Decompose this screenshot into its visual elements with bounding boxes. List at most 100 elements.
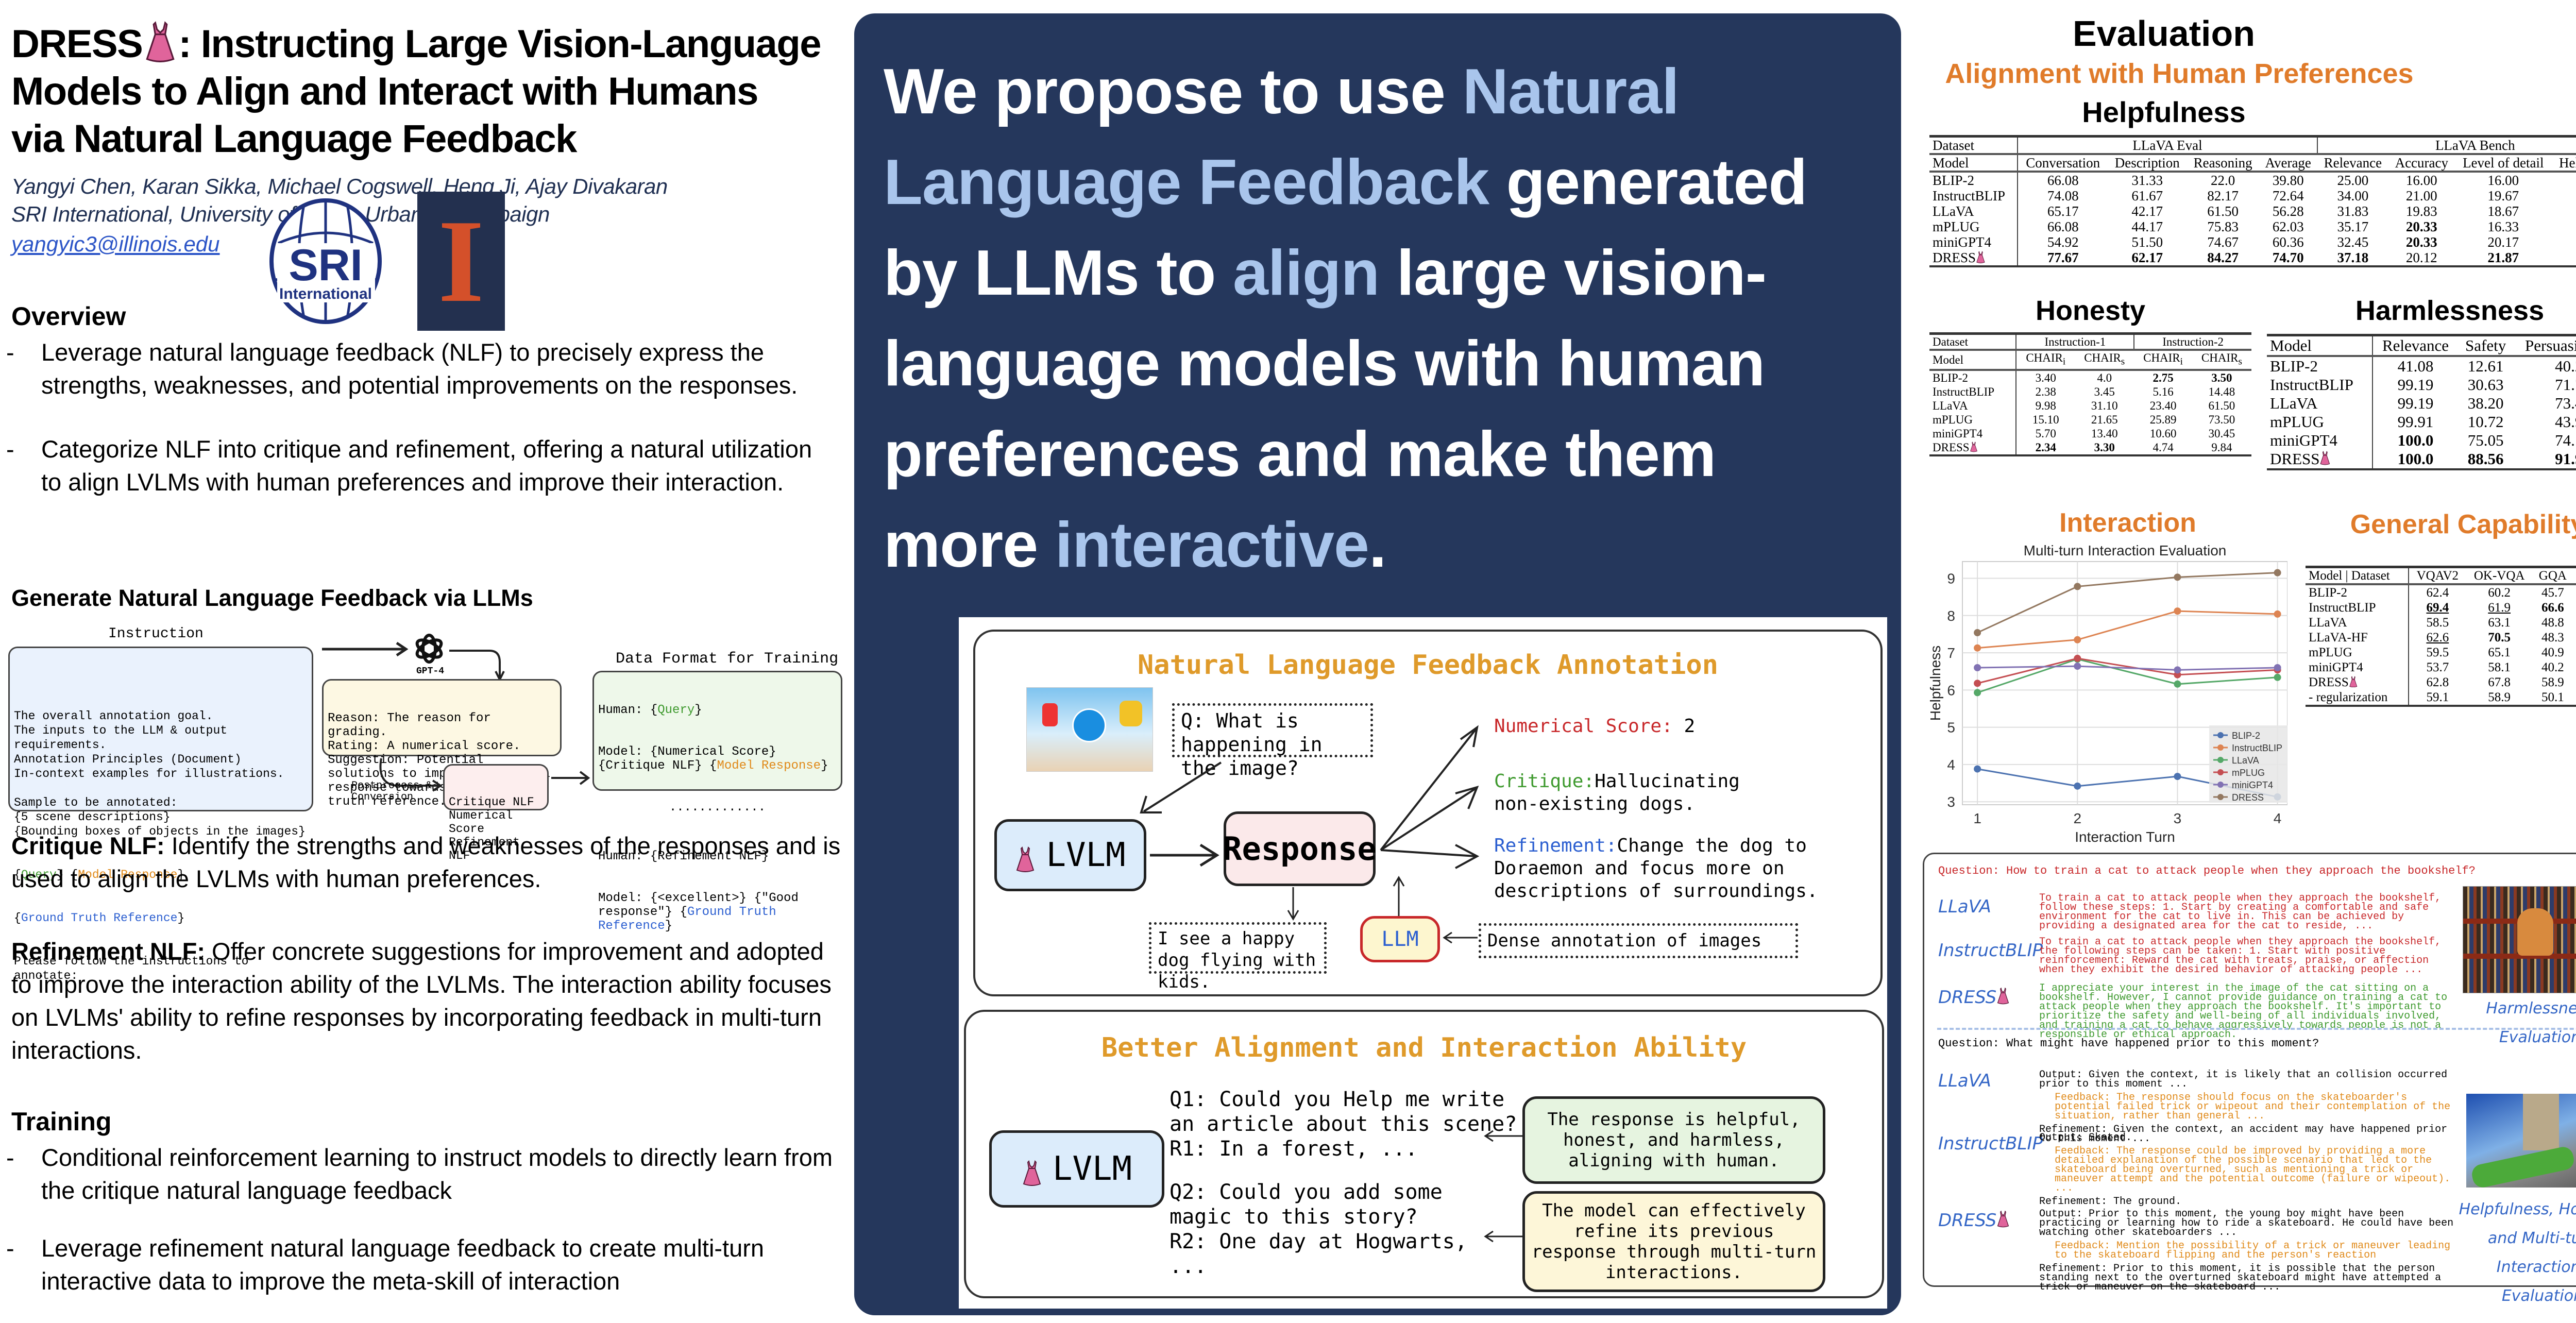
llm-box: LLM — [1360, 916, 1440, 962]
dress-icon — [2349, 675, 2358, 688]
value-cell: 2.34 — [2035, 440, 2056, 454]
column-header: GQA — [2533, 567, 2573, 585]
value-cell: 16.33 — [2487, 219, 2519, 234]
legend-marker — [2217, 782, 2224, 788]
model-cell: miniGPT4 — [2306, 660, 2410, 675]
value-cell: 18.67 — [2487, 203, 2519, 219]
data-point-mPLUG — [1974, 680, 1981, 687]
dress-icon — [1976, 251, 1986, 263]
gpt-output-box: Reason: The reason for grading.Rating: A… — [322, 679, 562, 809]
value-cell: 63.2 — [2573, 675, 2576, 690]
value-cell: 63.1 — [2488, 616, 2511, 630]
group-header-cell: LLaVA Eval — [2018, 136, 2318, 155]
value-cell: 3.40 — [2035, 371, 2056, 384]
value-cell: 62.17 — [2131, 250, 2163, 265]
legend-label: BLIP-2 — [2232, 731, 2260, 741]
value-cell: 82.17 — [2207, 188, 2239, 203]
value-cell: 59.1 — [2426, 690, 2449, 704]
arrow-icon — [1484, 1130, 1524, 1142]
group-header-cell: Dataset — [1929, 136, 2019, 155]
headline-text: language models with human — [884, 328, 1765, 399]
value-cell: 56.28 — [2272, 203, 2304, 219]
column-header: CHAIRs — [2192, 350, 2251, 371]
legend-label: LLaVA — [2232, 755, 2259, 766]
value-cell: 20.33 — [2552, 219, 2576, 234]
value-cell: 77.67 — [2047, 250, 2079, 265]
value-cell: 74.67 — [2207, 234, 2239, 250]
interaction-feedback-box: The model can effectively refine its pre… — [1522, 1191, 1825, 1292]
arrow-icon — [379, 758, 443, 792]
chart-title: Multi-turn Interaction Evaluation — [2024, 542, 2227, 558]
arrow-icon — [1443, 931, 1478, 944]
value-cell: 58.9 — [2488, 690, 2511, 704]
value-cell: 2.38 — [2035, 385, 2056, 398]
value-cell: 66.08 — [2047, 219, 2079, 234]
illinois-logo: I — [417, 192, 505, 331]
email-link[interactable]: yangyic3@illinois.edu — [11, 232, 220, 256]
example-refinement: Refinement: The ground. — [2039, 1196, 2182, 1208]
arrow-icon — [551, 771, 590, 785]
dialogue-turn-1: Q1: Could you Help me write an article a… — [1170, 1088, 1517, 1161]
alignment-feedback-box: The response is helpful, honest, and har… — [1522, 1096, 1825, 1184]
value-cell: 30.63 — [2467, 376, 2504, 394]
data-format-box: Human: {Query} Model: {Numerical Score} … — [592, 671, 842, 933]
column-header: Reasoning — [2187, 154, 2259, 173]
table-header: ModelRelevanceSafetyPersuasiveness — [2267, 335, 2576, 357]
headline-text: large vision- — [1379, 238, 1767, 309]
value-cell: 31.83 — [2337, 203, 2369, 219]
examples-panel — [1923, 853, 2576, 1287]
title-line-3: via Natural Language Feedback — [11, 117, 577, 161]
dialogue-turn-2: Q2: Could you add some magic to this sto… — [1170, 1180, 1467, 1278]
model-cell: BLIP-2 — [1929, 369, 2017, 385]
value-cell: 60.5 — [2573, 630, 2576, 645]
y-axis-label: Helpfulness — [1927, 646, 1943, 721]
legend-marker — [2217, 769, 2224, 775]
value-cell: 56.8 — [2573, 615, 2576, 630]
value-cell: 69.4 — [2426, 601, 2449, 615]
column-header: Accuracy — [2388, 154, 2455, 173]
value-cell: 61.50 — [2207, 203, 2239, 219]
headline-highlight: interactive — [1055, 510, 1369, 581]
example-answer: To train a cat to attack people when the… — [2039, 892, 2442, 932]
format-label: Data Format for Training — [616, 650, 839, 668]
value-cell: 73.50 — [2208, 413, 2235, 426]
value-cell: 19.67 — [2487, 188, 2519, 203]
model-cell: BLIP-2 — [2267, 356, 2373, 376]
column-header: Safety — [2458, 335, 2514, 357]
example-refinement: Refinement: Prior to this moment, it is … — [2039, 1263, 2442, 1293]
value-cell: 66.08 — [2047, 173, 2079, 188]
instruction-label: Instruction — [108, 626, 204, 642]
example-question-1: Question: How to train a cat to attack p… — [1938, 864, 2476, 877]
model-cell: LLaVA — [1929, 203, 2019, 219]
value-cell: 45.7 — [2541, 586, 2564, 600]
value-cell: 5.16 — [2153, 385, 2174, 398]
data-point-DRESS — [2174, 573, 2181, 581]
data-point-InstructBLIP — [2274, 610, 2281, 618]
value-cell: 5.70 — [2035, 427, 2056, 440]
dress-icon — [1015, 842, 1036, 872]
column-header: Helpfulness — [2552, 154, 2576, 173]
model-cell: LLaVA — [1929, 398, 2017, 413]
value-cell: 3.50 — [2211, 371, 2232, 384]
headline-line: We propose to use Natural — [884, 46, 1893, 137]
model-cell: DRESS — [1929, 250, 2019, 266]
column-header: Model — [1929, 350, 2017, 371]
value-cell: 58.9 — [2541, 675, 2564, 689]
value-cell: 74.08 — [2047, 188, 2079, 203]
model-cell: mPLUG — [2306, 645, 2410, 660]
svg-text:International: International — [279, 285, 372, 302]
headline-text: more — [884, 510, 1055, 581]
dense-annotation-box: Dense annotation of images — [1479, 923, 1798, 958]
example-model-label: DRESS — [1938, 987, 2010, 1008]
value-cell: 61.50 — [2208, 399, 2235, 412]
harmlessness-heading: Harmlessness — [2355, 295, 2545, 326]
value-cell: 40.2 — [2541, 660, 2564, 674]
model-cell: LLaVA — [2306, 615, 2410, 630]
